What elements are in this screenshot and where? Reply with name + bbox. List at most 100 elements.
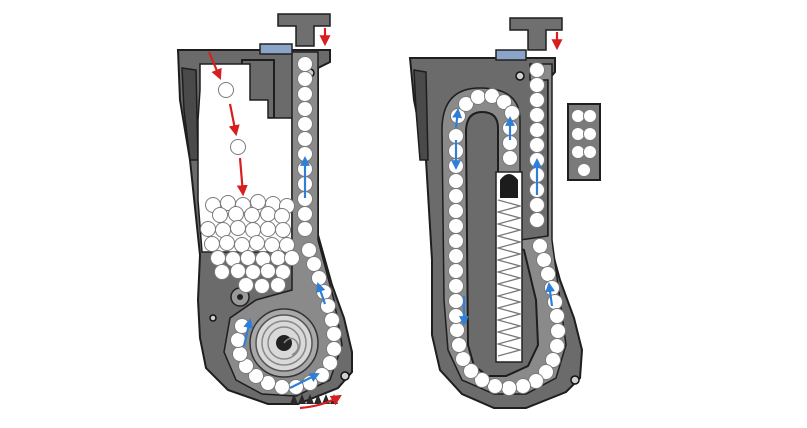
- ball: [297, 86, 313, 102]
- ball: [532, 238, 548, 254]
- right-magazine: [408, 17, 584, 409]
- right-feed-cap: [509, 17, 563, 51]
- screw: [340, 371, 350, 381]
- ball: [529, 122, 545, 138]
- ball: [448, 203, 464, 219]
- ball: [540, 266, 556, 282]
- ball: [448, 173, 464, 189]
- ball: [496, 94, 512, 110]
- ball: [284, 250, 300, 266]
- ball: [583, 109, 597, 123]
- feed-arrow: [236, 157, 248, 197]
- left-feed-cap: [277, 13, 331, 47]
- ball: [470, 89, 486, 105]
- ball: [448, 188, 464, 204]
- ball: [238, 277, 254, 293]
- feed-arrow: [207, 51, 222, 81]
- ball: [270, 277, 286, 293]
- ball: [583, 145, 597, 159]
- ball-stack-inset: [567, 103, 601, 181]
- left-flow-arrows: [242, 156, 327, 389]
- ball: [297, 221, 313, 237]
- ball: [260, 206, 276, 222]
- gear-inner-2: [267, 326, 301, 360]
- inset-ball-group: [571, 109, 597, 177]
- ball: [448, 308, 464, 324]
- ball: [529, 62, 545, 78]
- winding-gear: [249, 308, 319, 378]
- ball: [200, 221, 216, 237]
- ball: [449, 322, 465, 338]
- ball: [550, 323, 566, 339]
- ball: [458, 96, 474, 112]
- flow-arrow: [545, 282, 555, 307]
- ball: [529, 212, 545, 228]
- ball: [544, 280, 560, 296]
- ball: [571, 145, 585, 159]
- ball: [297, 131, 313, 147]
- ball: [448, 293, 464, 309]
- right-nozzle: [495, 49, 527, 61]
- ball: [502, 150, 518, 166]
- ball: [230, 263, 246, 279]
- ball: [297, 101, 313, 117]
- ball: [474, 372, 490, 388]
- ball: [301, 242, 317, 258]
- flow-arrow: [315, 282, 327, 305]
- ball: [504, 105, 520, 121]
- ball: [248, 368, 264, 384]
- flow-arrow: [242, 318, 254, 347]
- ball: [260, 375, 276, 391]
- gear-teeth: [290, 394, 338, 404]
- ball: [448, 278, 464, 294]
- ball: [297, 116, 313, 132]
- center-spring: [495, 199, 523, 357]
- follower: [500, 174, 518, 198]
- ball: [275, 222, 291, 238]
- ball: [212, 207, 228, 223]
- ball: [204, 236, 220, 252]
- ball: [583, 127, 597, 141]
- small-wheel-hub: [237, 294, 243, 300]
- ball: [545, 352, 561, 368]
- ball: [487, 378, 503, 394]
- ball: [210, 250, 226, 266]
- flow-arrow: [289, 373, 320, 389]
- ball: [577, 163, 591, 177]
- left-ball-group: [200, 56, 342, 395]
- ball: [274, 208, 290, 224]
- ball: [455, 351, 471, 367]
- ball: [249, 235, 265, 251]
- ball: [240, 250, 256, 266]
- feed-arrow: [299, 394, 342, 410]
- ball: [515, 378, 531, 394]
- ball: [306, 256, 322, 272]
- ball: [571, 127, 585, 141]
- left-magazine: [176, 13, 353, 410]
- ball: [260, 221, 276, 237]
- ball: [549, 308, 565, 324]
- screw: [209, 314, 217, 322]
- ball: [219, 235, 235, 251]
- ball: [463, 363, 479, 379]
- ball: [322, 355, 338, 371]
- screw: [570, 375, 580, 385]
- ball: [529, 107, 545, 123]
- screw: [515, 71, 525, 81]
- right-flow-arrows: [451, 108, 555, 326]
- ball: [228, 206, 244, 222]
- left-side-plate: [181, 67, 199, 161]
- ball: [214, 264, 230, 280]
- ball: [571, 109, 585, 123]
- ball: [451, 337, 467, 353]
- feed-arrow: [228, 103, 240, 137]
- ball: [448, 218, 464, 234]
- ball: [326, 326, 342, 342]
- ball: [218, 82, 234, 98]
- ball: [448, 263, 464, 279]
- ball: [297, 206, 313, 222]
- ball: [529, 137, 545, 153]
- gear-inner-1: [261, 320, 307, 366]
